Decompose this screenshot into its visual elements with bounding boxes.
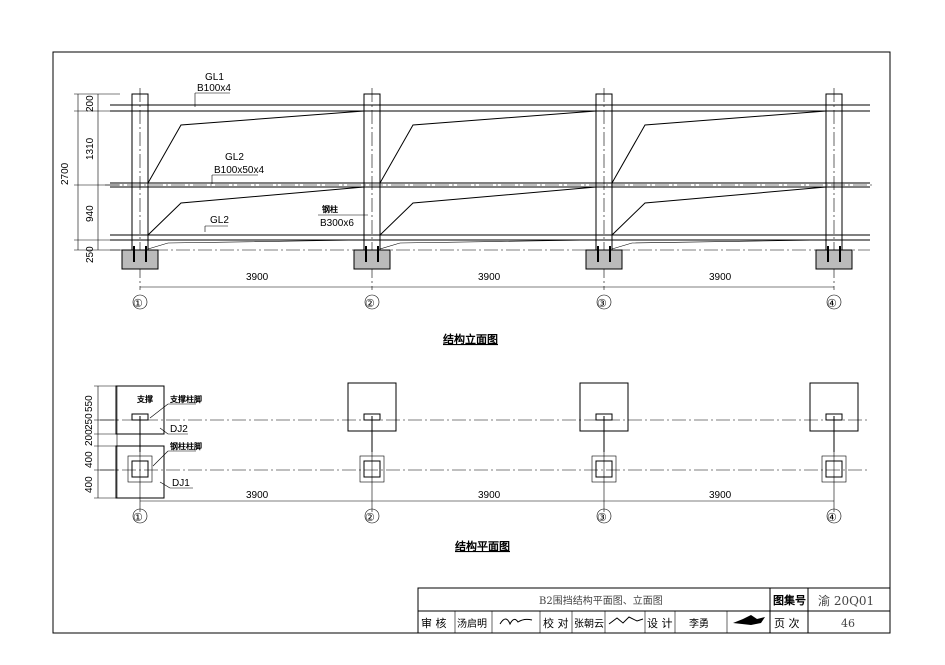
brace bbox=[611, 186, 827, 236]
brace bbox=[147, 239, 365, 250]
dim-200: 200 bbox=[85, 95, 96, 112]
gl2-low-label: GL2 bbox=[210, 215, 229, 226]
gl1-section-label: B100x4 bbox=[197, 83, 231, 94]
dim-940: 940 bbox=[85, 205, 96, 222]
column-base-label: 钢柱柱脚 bbox=[170, 441, 202, 451]
axis-bubble bbox=[826, 294, 842, 310]
plan-span-3: 3900 bbox=[709, 490, 732, 501]
title-block: B2围挡结构平面图、立面图 图集号 渝 20Q01 页 次 46 审 核 汤启明… bbox=[417, 587, 891, 634]
axis-4: ④ bbox=[827, 297, 837, 310]
plan-dim-400a: 400 bbox=[84, 451, 95, 468]
atlas-label: 图集号 bbox=[773, 593, 806, 607]
foundation bbox=[815, 249, 853, 270]
gl1-label: GL1 bbox=[205, 72, 224, 83]
dim-250: 250 bbox=[85, 246, 96, 263]
brace bbox=[147, 186, 365, 236]
plan-dim-550: 550 bbox=[84, 395, 95, 412]
foundation bbox=[353, 249, 391, 270]
plan-span-2: 3900 bbox=[478, 490, 501, 501]
drawing-title: B2围挡结构平面图、立面图 bbox=[539, 594, 663, 607]
reviewer-name: 汤启明 bbox=[457, 617, 487, 630]
plan-dim-250: 250 bbox=[84, 413, 95, 430]
reviewer-signature bbox=[499, 618, 533, 626]
span-3: 3900 bbox=[709, 272, 732, 283]
plan-axis-1: ① bbox=[133, 511, 143, 524]
axis-bubble bbox=[364, 294, 380, 310]
foundation bbox=[121, 249, 159, 270]
plan-title: 结构平面图 bbox=[454, 539, 510, 553]
brace bbox=[379, 186, 597, 236]
checker-name: 张朝云 bbox=[574, 618, 604, 630]
brace bbox=[147, 110, 365, 184]
plan-dim-200: 200 bbox=[84, 429, 95, 446]
span-1: 3900 bbox=[246, 272, 269, 283]
axis-bubble bbox=[132, 294, 148, 310]
gl2-mid-label: GL2 bbox=[225, 152, 244, 163]
axis-2: ② bbox=[365, 297, 375, 310]
checker-signature bbox=[608, 616, 644, 625]
brace bbox=[379, 239, 597, 250]
brace-label: 支撑 bbox=[136, 394, 153, 404]
plan-view bbox=[94, 382, 870, 524]
plan-dim-400b: 400 bbox=[84, 476, 95, 493]
elevation-title: 结构立面图 bbox=[442, 332, 498, 346]
design-label: 设 计 bbox=[647, 617, 673, 630]
page-number: 46 bbox=[841, 617, 855, 630]
brace bbox=[611, 239, 827, 250]
dj2-label: DJ2 bbox=[170, 424, 188, 435]
column-section-label: B300x6 bbox=[320, 218, 354, 229]
plan-axis-2: ② bbox=[365, 511, 375, 524]
plan-span-1: 3900 bbox=[246, 490, 269, 501]
page-label: 页 次 bbox=[774, 616, 800, 630]
dim-2700: 2700 bbox=[60, 162, 71, 185]
gl2-mid-section-label: B100x50x4 bbox=[214, 165, 264, 176]
designer-name: 李勇 bbox=[689, 617, 709, 630]
designer-signature bbox=[733, 615, 765, 625]
axis-1: ① bbox=[133, 297, 143, 310]
brace bbox=[379, 110, 597, 184]
check-label: 校 对 bbox=[543, 616, 569, 630]
axis-bubble bbox=[596, 294, 612, 310]
review-label: 审 核 bbox=[421, 616, 447, 630]
brace bbox=[611, 110, 827, 184]
span-2: 3900 bbox=[478, 272, 501, 283]
brace-base-label: 支撑柱脚 bbox=[169, 394, 202, 404]
elevation-view bbox=[74, 88, 875, 310]
column-label: 钢柱 bbox=[322, 204, 338, 214]
dim-1310: 1310 bbox=[85, 137, 96, 160]
axis-3: ③ bbox=[597, 297, 607, 310]
foundation bbox=[585, 249, 623, 270]
plan-axis-4: ④ bbox=[827, 511, 837, 524]
dj1-label: DJ1 bbox=[172, 478, 190, 489]
atlas-number: 渝 20Q01 bbox=[818, 593, 874, 608]
plan-axis-3: ③ bbox=[597, 511, 607, 524]
